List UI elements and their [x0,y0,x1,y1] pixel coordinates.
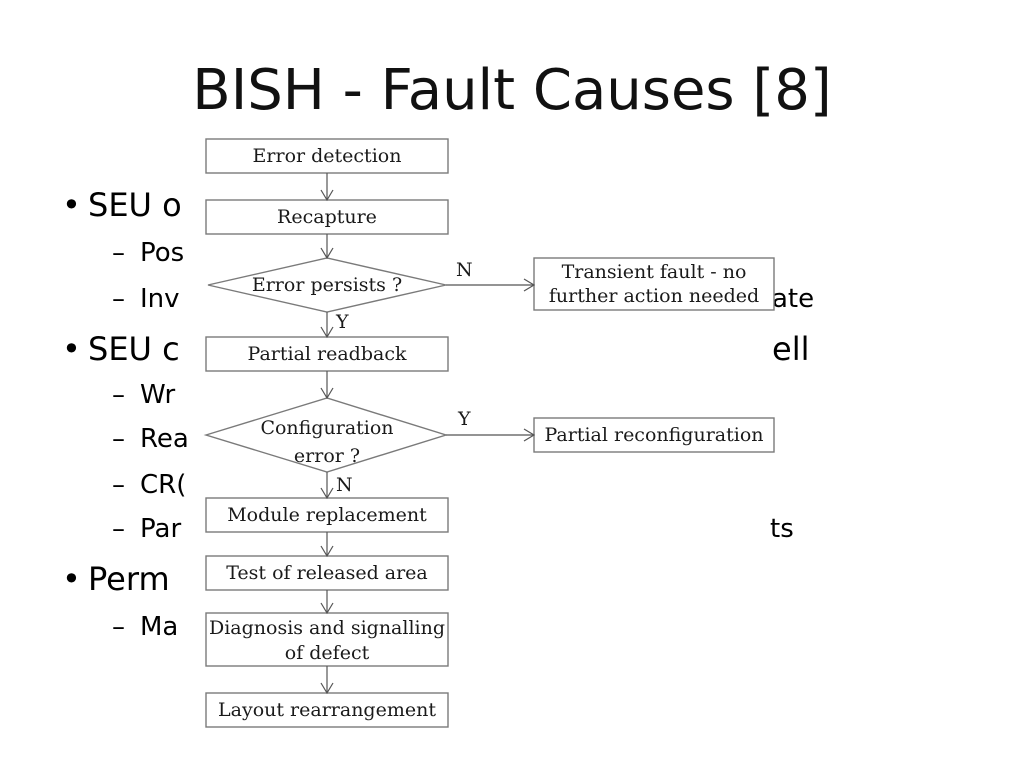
node-configuration-error: Configuration error ? [203,397,449,473]
bullet-5: –Wr [112,380,175,410]
dash-marker: – [112,380,125,410]
node-transient-fault-line2: further action needed [549,285,759,307]
bullet-1-text: SEU o [88,186,182,224]
bullet-9: •Perm [62,560,170,598]
node-transient-fault: Transient fault - no further action need… [533,257,775,311]
node-error-persists-label: Error persists ? [252,274,402,296]
node-recapture-label: Recapture [277,206,377,228]
bullet-7: –CR( [112,470,186,500]
node-recapture-box [205,199,449,235]
node-module-replacement-label: Module replacement [227,504,427,526]
bullet-8-tail: ts [770,514,794,544]
bullet-4-tail: ell [772,330,810,368]
bullet-10-text: Ma [140,612,179,642]
node-configuration-error-line1: Configuration [260,417,393,439]
bullet-10: –Ma [112,612,178,642]
node-recapture: Recapture [205,199,449,235]
edge-config-module: N [320,472,353,500]
bullet-4-text: SEU c [88,330,180,368]
bullet-2: –Pos [112,238,184,268]
node-module-replacement: Module replacement [205,497,449,533]
node-test-released-area: Test of released area [205,555,449,591]
node-partial-reconfiguration: Partial reconfiguration [533,417,775,453]
bullet-7-text: CR( [140,470,187,500]
node-diagnosis-line1: Diagnosis and signalling [209,617,445,639]
edge-persists-transient-label: N [456,259,473,281]
edge-module-test [320,532,334,558]
node-transient-fault-box [533,257,775,311]
bullet-1: •SEU o [62,186,182,224]
edge-config-module-label: N [336,474,353,496]
dash-marker: – [112,238,125,268]
bullet-4: •SEU c [62,330,180,368]
edge-config-reconfig: Y [446,408,536,442]
edge-persists-readback-label: Y [335,311,349,333]
node-error-detection: Error detection [205,138,449,174]
dash-marker: – [112,514,125,544]
dash-marker: – [112,470,125,500]
edge-recapture-persists [320,234,334,260]
edge-diagnosis-layout [320,666,334,695]
edge-config-reconfig-label: Y [457,408,471,430]
node-diagnosis: Diagnosis and signalling of defect [205,612,449,667]
dash-marker: – [112,424,125,454]
node-transient-fault-line1: Transient fault - no [562,261,747,283]
bullet-marker: • [62,330,81,368]
bullet-6-text: Rea [140,424,189,454]
node-test-released-area-label: Test of released area [226,562,428,584]
edge-readback-config [320,371,334,400]
bullet-8: –Par [112,514,181,544]
node-layout-rearrangement-label: Layout rearrangement [218,699,436,721]
bullet-8-text: Par [140,514,182,544]
edge-test-diagnosis [320,590,334,615]
slide-title: BISH - Fault Causes [8] [192,58,832,123]
node-error-detection-box [205,138,449,174]
node-error-detection-label: Error detection [253,145,402,167]
bullet-2-text: Pos [140,238,185,268]
bullet-3-tail: ate [772,284,815,314]
node-error-persists: Error persists ? [207,257,447,313]
bullet-marker: • [62,186,81,224]
node-configuration-error-line2: error ? [294,445,360,467]
bullet-marker: • [62,560,81,598]
node-partial-reconfiguration-box [533,417,775,453]
bullet-5-text: Wr [140,380,176,410]
edge-persists-readback: Y [320,311,349,339]
edge-persists-transient: N [446,259,536,292]
node-partial-reconfiguration-label: Partial reconfiguration [544,424,763,446]
bullet-6: –Rea [112,424,189,454]
node-diagnosis-box [205,612,449,667]
bullet-9-text: Perm [88,560,170,598]
node-partial-readback: Partial readback [205,336,449,372]
node-partial-readback-label: Partial readback [248,343,407,365]
bullet-3: –Inv [112,284,180,314]
node-layout-rearrangement: Layout rearrangement [205,692,449,728]
bullet-3-text: Inv [140,284,180,314]
dash-marker: – [112,612,125,642]
dash-marker: – [112,284,125,314]
edge-detection-recapture [320,173,334,202]
node-diagnosis-line2: of defect [285,642,370,664]
